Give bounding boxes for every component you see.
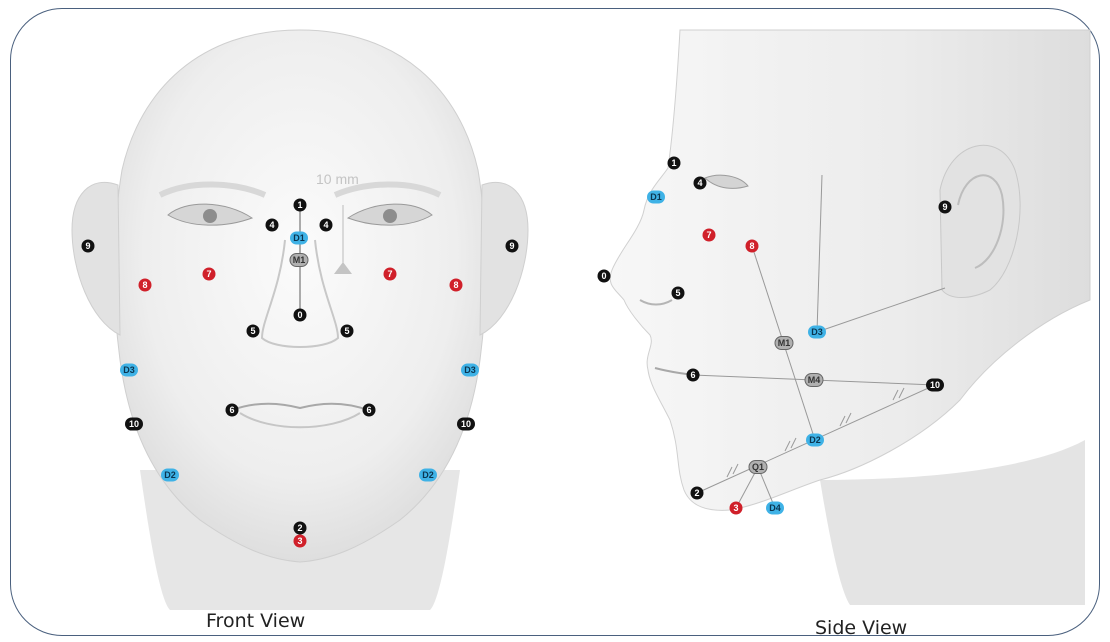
landmark-label: 9	[85, 241, 90, 251]
landmark-label: 9	[509, 241, 514, 251]
landmark-label: 4	[269, 220, 274, 230]
landmark-label: D2	[164, 470, 176, 480]
landmark-label: 0	[297, 310, 302, 320]
front-landmark-7: 7	[384, 268, 397, 281]
landmark-label: Q1	[752, 462, 764, 472]
front-landmark-5: 5	[341, 325, 354, 338]
landmark-label: 8	[142, 280, 147, 290]
landmark-label: 2	[297, 523, 302, 533]
side-landmark-d1: D1	[647, 191, 665, 204]
landmark-label: 2	[694, 488, 699, 498]
front-landmark-10: 10	[457, 418, 475, 431]
left-iris	[203, 209, 217, 223]
front-landmark-5: 5	[247, 325, 260, 338]
landmark-label: 0	[601, 271, 606, 281]
landmark-label: D1	[293, 233, 305, 243]
side-landmark-1: 1	[668, 157, 681, 170]
landmark-label: 5	[344, 326, 349, 336]
front-landmark-8: 8	[450, 279, 463, 292]
front-landmark-3: 3	[294, 535, 307, 548]
landmark-label: 6	[366, 405, 371, 415]
side-landmark-2: 2	[691, 487, 704, 500]
front-landmark-9: 9	[506, 240, 519, 253]
landmark-label: 10	[930, 380, 940, 390]
landmark-label: 3	[297, 536, 302, 546]
landmark-label: M1	[293, 255, 306, 265]
landmark-label: 1	[671, 158, 676, 168]
landmark-label: 9	[942, 202, 947, 212]
side-view-caption: Side View	[815, 617, 907, 639]
landmark-label: 8	[749, 241, 754, 251]
landmark-label: 4	[697, 178, 702, 188]
landmark-label: M1	[778, 338, 791, 348]
front-landmark-d2: D2	[161, 469, 179, 482]
right-iris	[383, 209, 397, 223]
side-landmark-m4: M4	[805, 374, 823, 387]
front-landmark-2: 2	[294, 522, 307, 535]
landmark-label: D1	[650, 192, 662, 202]
side-landmark-3: 3	[730, 502, 743, 515]
front-landmark-d2: D2	[419, 469, 437, 482]
front-landmark-10: 10	[125, 418, 143, 431]
landmark-label: D2	[422, 470, 434, 480]
landmark-label: D3	[123, 365, 135, 375]
front-landmark-6: 6	[363, 404, 376, 417]
front-landmark-m1: M1	[290, 254, 308, 267]
landmark-label: D3	[811, 327, 823, 337]
front-view-caption: Front View	[206, 610, 305, 632]
front-landmark-7: 7	[203, 268, 216, 281]
front-landmark-4: 4	[266, 219, 279, 232]
landmark-label: 3	[733, 503, 738, 513]
left-ear	[72, 182, 120, 335]
right-ear	[480, 182, 528, 335]
side-face-outline	[610, 30, 1090, 510]
side-landmark-q1: Q1	[749, 461, 767, 474]
side-landmark-6: 6	[687, 369, 700, 382]
front-landmark-1: 1	[294, 199, 307, 212]
landmark-label: 1	[297, 200, 302, 210]
side-landmark-8: 8	[746, 240, 759, 253]
landmark-label: 7	[387, 269, 392, 279]
landmark-label: 6	[229, 405, 234, 415]
side-landmark-d4: D4	[766, 502, 784, 515]
landmark-label: 7	[206, 269, 211, 279]
landmark-label: D2	[809, 435, 821, 445]
landmark-label: 6	[690, 370, 695, 380]
side-landmark-10: 10	[926, 379, 944, 392]
landmark-label: D4	[769, 503, 781, 513]
front-landmark-8: 8	[139, 279, 152, 292]
side-landmark-4: 4	[694, 177, 707, 190]
landmark-label: 5	[250, 326, 255, 336]
landmark-label: 8	[453, 280, 458, 290]
landmark-label: 10	[129, 419, 139, 429]
side-landmark-9: 9	[939, 201, 952, 214]
front-landmark-0: 0	[294, 309, 307, 322]
side-landmark-7: 7	[703, 229, 716, 242]
landmark-label: 5	[675, 288, 680, 298]
landmark-label: 10	[461, 419, 471, 429]
front-landmark-6: 6	[226, 404, 239, 417]
side-landmark-5: 5	[672, 287, 685, 300]
front-landmark-9: 9	[82, 240, 95, 253]
front-landmark-d1: D1	[290, 232, 308, 245]
scale-label: 10 mm	[316, 171, 359, 187]
side-head	[610, 30, 1090, 605]
side-landmark-d3: D3	[808, 326, 826, 339]
side-landmark-d2: D2	[806, 434, 824, 447]
landmark-label: M4	[808, 375, 821, 385]
front-landmark-d3: D3	[461, 364, 479, 377]
side-landmark-m1: M1	[775, 337, 793, 350]
landmark-label: 7	[706, 230, 711, 240]
landmark-label: D3	[464, 365, 476, 375]
front-landmark-4: 4	[320, 219, 333, 232]
side-landmark-0: 0	[598, 270, 611, 283]
landmark-label: 4	[323, 220, 328, 230]
front-landmark-d3: D3	[120, 364, 138, 377]
